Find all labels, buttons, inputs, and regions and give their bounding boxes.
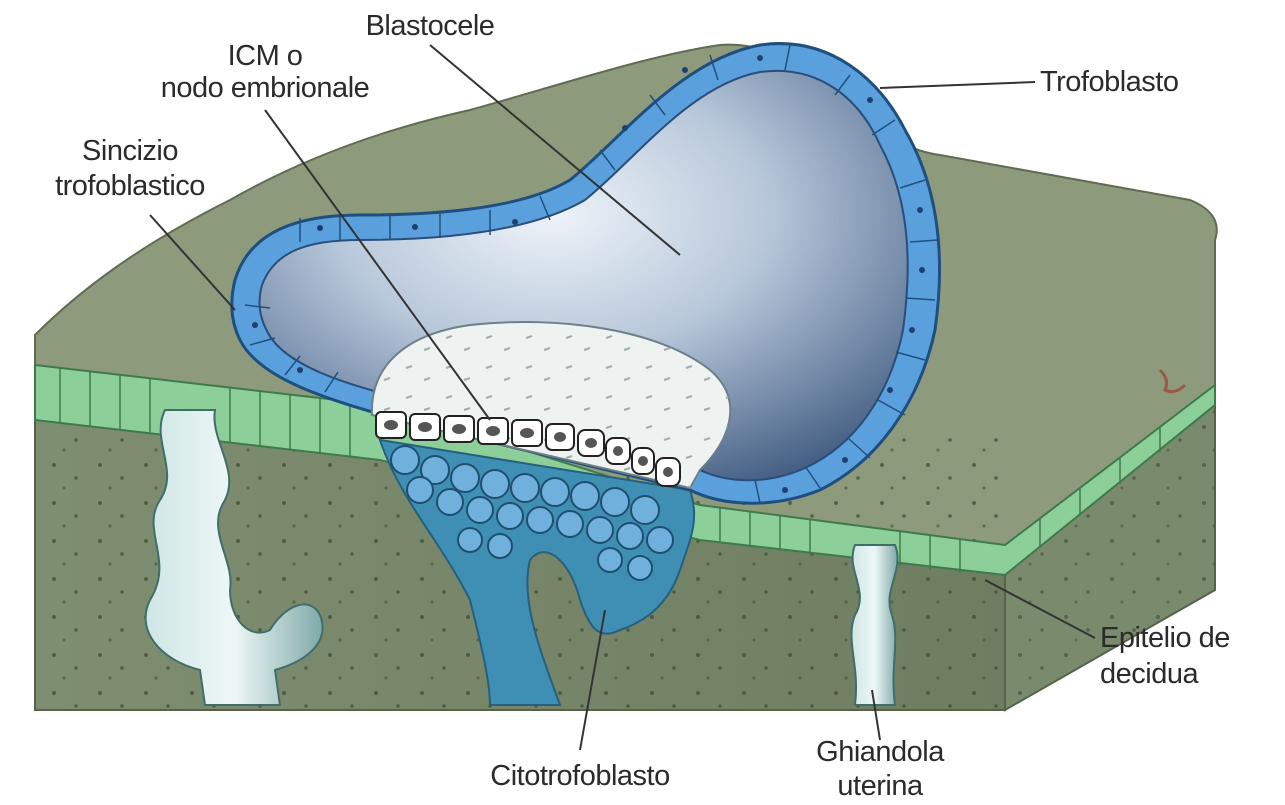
label-ghiandola-line2: uterina <box>780 770 980 802</box>
label-epitelio-line1: Epitelio de <box>1100 622 1230 654</box>
label-epitelio-line2: decidua <box>1100 658 1198 690</box>
uterine-gland-right <box>851 545 897 705</box>
leader-trofoblasto <box>880 82 1035 88</box>
label-ghiandola-line1: Ghiandola <box>780 736 980 768</box>
label-blastocele: Blastocele <box>330 10 530 42</box>
label-sincizio-line1: Sincizio <box>30 135 230 167</box>
label-trofoblasto: Trofoblasto <box>1040 66 1179 98</box>
label-sincizio-line2: trofoblastico <box>5 170 255 202</box>
label-icm-line2: nodo embrionale <box>115 72 415 104</box>
label-citotrofoblasto: Citotrofoblasto <box>440 760 720 792</box>
label-icm-line1: ICM o <box>190 40 340 72</box>
